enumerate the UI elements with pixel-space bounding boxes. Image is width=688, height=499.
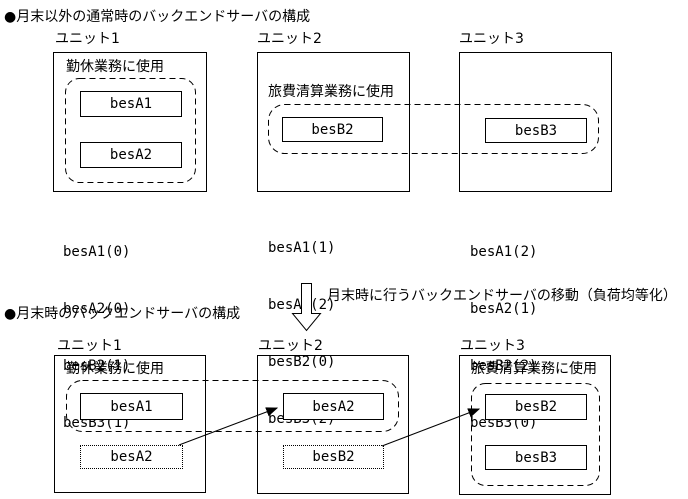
bottom-unit3-besB2-box: besB2 xyxy=(485,394,587,420)
bottom-unit1-group-label: 勤休業務に使用 xyxy=(66,361,164,377)
load-list-item: besA2(0) xyxy=(63,301,131,317)
load-list-item: besA2(1) xyxy=(470,301,538,317)
load-list-item: besB2(2) xyxy=(470,358,538,374)
top-unit1-box xyxy=(53,52,207,192)
top-unit2-group-label: 旅費清算業務に使用 xyxy=(268,84,394,100)
load-list-item: besA1(0) xyxy=(63,244,131,260)
top-unit1-besA2-box: besA2 xyxy=(80,142,182,168)
bottom-unit3-label: ユニット3 xyxy=(460,338,525,354)
bottom-unit2-besB2-ghost-box: besB2 xyxy=(283,445,384,469)
top-unit3-besB3-box: besB3 xyxy=(485,118,587,143)
section-title-bottom: ●月末時のバックエンドサーバの構成 xyxy=(4,306,241,322)
bottom-unit1-label: ユニット1 xyxy=(57,338,122,354)
top-unit3-label: ユニット3 xyxy=(459,31,524,47)
top-unit2-besB2-box: besB2 xyxy=(282,117,383,142)
section-title-top: ●月末以外の通常時のバックエンドサーバの構成 xyxy=(4,9,311,25)
top-unit1-besA1-box: besA1 xyxy=(80,91,182,117)
top-unit1-label: ユニット1 xyxy=(55,31,120,47)
load-list-item: besA1(2) xyxy=(470,244,538,260)
top-unit2-label: ユニット2 xyxy=(257,31,322,47)
load-list-item: besB2(1) xyxy=(63,358,131,374)
transition-label: 月末時に行うバックエンドサーバの移動（負荷均等化） xyxy=(327,288,677,304)
load-list-item: besA1(1) xyxy=(268,240,336,256)
load-list-item: besB2(0) xyxy=(268,354,336,370)
load-list-item: besA2(2) xyxy=(268,297,336,313)
bottom-unit2-label: ユニット2 xyxy=(258,338,323,354)
bottom-unit3-group-label: 旅費清算業務に使用 xyxy=(471,361,597,377)
bottom-unit1-besA2-ghost-box: besA2 xyxy=(80,445,183,469)
bottom-unit2-besA2-box: besA2 xyxy=(283,393,384,420)
bottom-unit1-besA1-box: besA1 xyxy=(80,393,183,420)
bottom-unit3-besB3-box: besB3 xyxy=(485,445,587,470)
top-unit1-group-label: 勤休業務に使用 xyxy=(66,59,164,75)
bottom-unit2-box xyxy=(257,355,409,494)
